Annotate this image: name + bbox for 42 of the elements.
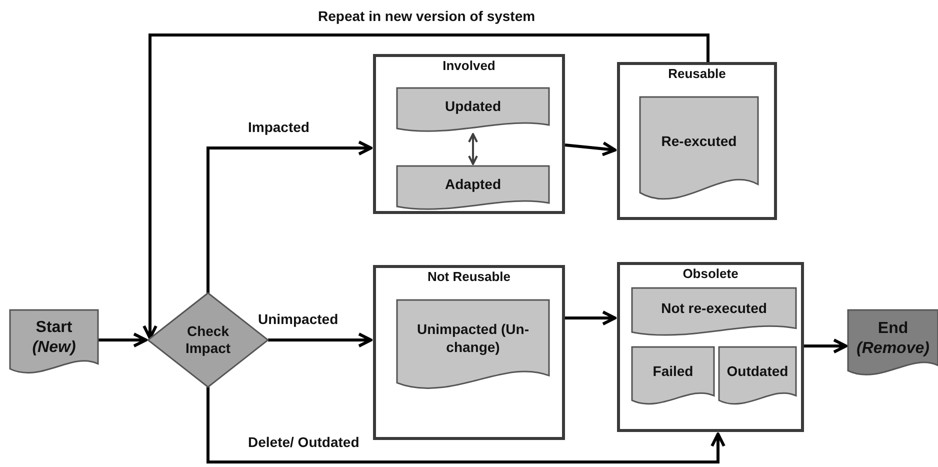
group-title: Reusable: [668, 66, 726, 82]
node-label: Outdated: [726, 363, 788, 381]
node-label: Not re-executed: [661, 300, 767, 318]
node-label: (Remove): [856, 338, 930, 358]
node-label: Check Impact: [184, 322, 232, 358]
group-title: Not Reusable: [427, 269, 511, 286]
node-label: Updated: [445, 98, 501, 116]
arrow: [268, 332, 372, 348]
arrow: [206, 140, 372, 293]
group-box: [373, 54, 565, 214]
document-shape: [848, 310, 938, 376]
document-shape: [632, 288, 796, 336]
document-shape: [640, 97, 758, 201]
node-label: Adapted: [445, 176, 501, 194]
group-title: Obsolete: [682, 266, 738, 282]
arrow: [98, 332, 148, 348]
arrow: [142, 34, 710, 340]
node-label: Re-excuted: [661, 132, 737, 150]
arrow: [468, 133, 478, 165]
node-label: Start: [36, 318, 72, 338]
node-label: Failed: [652, 363, 694, 381]
edge-label: Delete/ Outdated: [246, 434, 362, 450]
node-label: End: [878, 318, 908, 338]
arrow: [804, 338, 848, 354]
edge-label: Impacted: [246, 119, 312, 135]
group-box: [617, 62, 777, 220]
group-box: [373, 265, 565, 440]
document-shape: [719, 347, 796, 405]
edge-label: Unimpacted: [256, 311, 340, 327]
document-shape: [397, 88, 549, 132]
arrow: [565, 310, 616, 326]
document-shape: [10, 310, 98, 374]
document-shape: [632, 347, 714, 405]
group-box: [617, 262, 804, 432]
document-shape: [397, 300, 549, 390]
node-label: Unimpacted (Un-change): [416, 321, 530, 356]
arrow: [564, 141, 616, 156]
document-shape: [397, 166, 549, 210]
group-title: Involved: [442, 58, 496, 74]
edge-label: Repeat in new version of system: [316, 8, 538, 24]
arrow: [206, 387, 726, 464]
node-label: (New): [32, 338, 76, 358]
